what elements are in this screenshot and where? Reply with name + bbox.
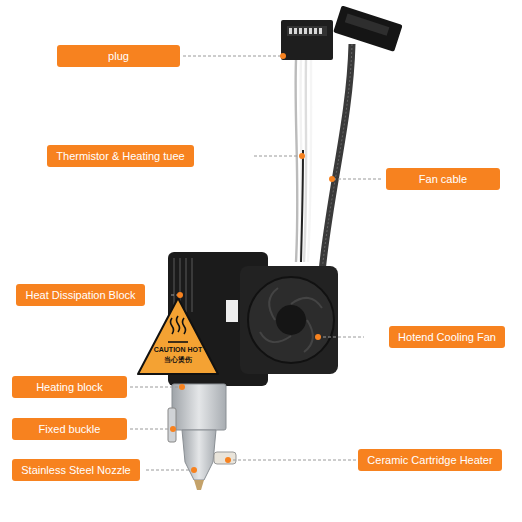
- warning-text: 当心烫伤: [164, 356, 192, 364]
- heat-icon: [168, 316, 188, 342]
- cooling-fan: [240, 266, 338, 374]
- leader-dots: [170, 53, 335, 473]
- fan-hub: [276, 305, 306, 335]
- part-label: Heating block: [36, 381, 103, 394]
- part-label: Fixed buckle: [39, 423, 101, 436]
- heater-wires: [296, 60, 312, 262]
- fan-cable-ribs: [322, 44, 352, 272]
- callout-box: Fan cable: [386, 168, 500, 190]
- callout-box: Hotend Cooling Fan: [389, 326, 505, 348]
- part-label: Heat Dissipation Block: [25, 289, 135, 302]
- part-label: Hotend Cooling Fan: [398, 331, 496, 344]
- fan-plug: [333, 5, 403, 51]
- warning-triangle: [138, 298, 218, 374]
- callout-box: plug: [57, 45, 180, 67]
- warning-text: CAUTION HOT: [154, 346, 203, 354]
- fan-ring: [248, 277, 334, 363]
- callout-box: Ceramic Cartridge Heater: [358, 449, 502, 471]
- part-label: Ceramic Cartridge Heater: [367, 454, 492, 467]
- thermistor-sleeve: [301, 150, 303, 262]
- callout-box: Fixed buckle: [12, 418, 127, 440]
- callout-box: Stainless Steel Nozzle: [12, 459, 140, 481]
- callout-box: Thermistor & Heating tuee: [47, 145, 194, 167]
- leader-lines: [130, 56, 383, 470]
- fan-blades: [260, 288, 322, 352]
- part-label: plug: [108, 50, 129, 63]
- nozzle-tip: [194, 480, 204, 490]
- qr-sticker: [226, 300, 238, 322]
- callout-box: Heat Dissipation Block: [16, 284, 145, 306]
- fixed-buckle: [168, 408, 176, 442]
- callout-box: Heating block: [12, 376, 127, 398]
- part-label: Fan cable: [419, 173, 467, 186]
- heating-block: [172, 384, 226, 430]
- fan-cable: [322, 44, 352, 272]
- part-label: Stainless Steel Nozzle: [21, 464, 130, 477]
- nozzle: [182, 430, 216, 480]
- cartridge-heater: [214, 452, 236, 464]
- part-label: Thermistor & Heating tuee: [56, 150, 184, 163]
- plug-board: [281, 20, 333, 60]
